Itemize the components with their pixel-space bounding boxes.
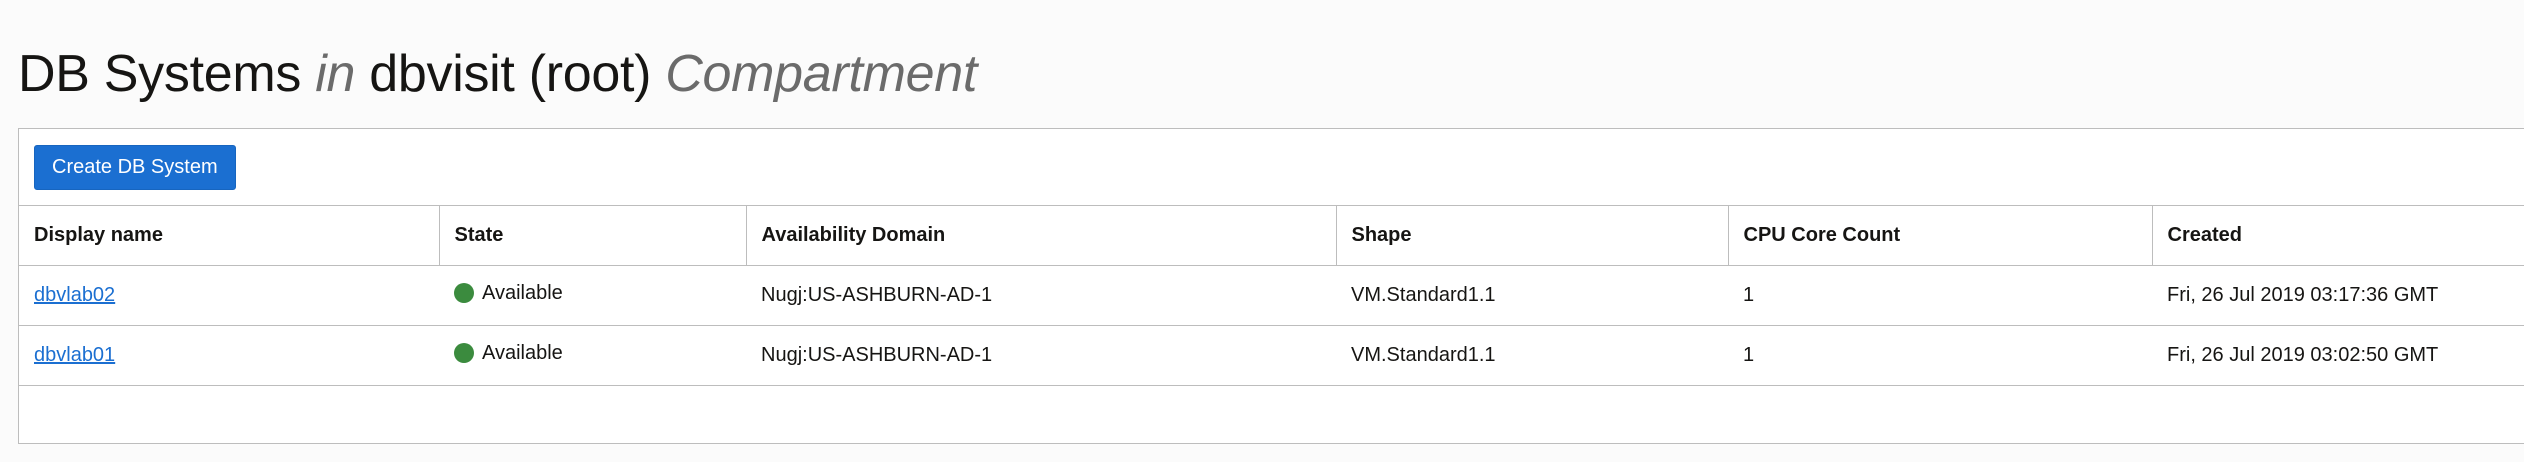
create-db-system-button[interactable]: Create DB System [34, 145, 236, 190]
cell-display-name: dbvlab01 [19, 325, 439, 386]
cell-availability-domain: Nugj:US-ASHBURN-AD-1 [746, 265, 1336, 326]
title-suffix: Compartment [665, 45, 977, 103]
column-header-shape[interactable]: Shape [1336, 206, 1729, 266]
status-dot-icon [454, 283, 474, 304]
status-label: Available [482, 341, 563, 364]
page-title: DB Systems in dbvisit (root) Compartment [18, 38, 977, 110]
table-row: dbvlab01 Available Nugj:US-ASHBURN-AD-1 … [19, 325, 2524, 386]
db-system-link[interactable]: dbvlab02 [34, 284, 116, 306]
column-header-display-name[interactable]: Display name [19, 206, 440, 266]
cell-created: Fri, 26 Jul 2019 03:17:36 GMT [2152, 265, 2524, 326]
toolbar: Create DB System [19, 129, 2524, 206]
cell-state: Available [439, 325, 746, 386]
column-header-cpu-core-count[interactable]: CPU Core Count [1728, 206, 2153, 266]
status-dot-icon [454, 343, 474, 364]
title-in: in [315, 45, 356, 103]
status-badge: Available [454, 342, 563, 365]
title-prefix: DB Systems [18, 45, 302, 103]
table-row: dbvlab02 Available Nugj:US-ASHBURN-AD-1 … [19, 265, 2524, 326]
cell-display-name: dbvlab02 [19, 265, 439, 326]
table-header-row: Display name State Availability Domain S… [19, 206, 2524, 266]
cell-created: Fri, 26 Jul 2019 03:02:50 GMT [2152, 325, 2524, 386]
cell-availability-domain: Nugj:US-ASHBURN-AD-1 [746, 325, 1336, 386]
db-system-link[interactable]: dbvlab01 [34, 344, 116, 366]
compartment-name: dbvisit (root) [369, 45, 652, 103]
column-header-availability-domain[interactable]: Availability Domain [746, 206, 1337, 266]
db-systems-panel: Create DB System Display name State Avai… [18, 128, 2524, 444]
cell-cpu-core-count: 1 [1728, 265, 2152, 326]
cell-cpu-core-count: 1 [1728, 325, 2152, 386]
column-header-state[interactable]: State [439, 206, 747, 266]
db-systems-table: Display name State Availability Domain S… [19, 206, 2524, 386]
cell-shape: VM.Standard1.1 [1336, 265, 1728, 326]
status-badge: Available [454, 282, 563, 305]
column-header-created[interactable]: Created [2152, 206, 2524, 266]
status-label: Available [482, 281, 563, 304]
cell-shape: VM.Standard1.1 [1336, 325, 1728, 386]
cell-state: Available [439, 265, 746, 326]
